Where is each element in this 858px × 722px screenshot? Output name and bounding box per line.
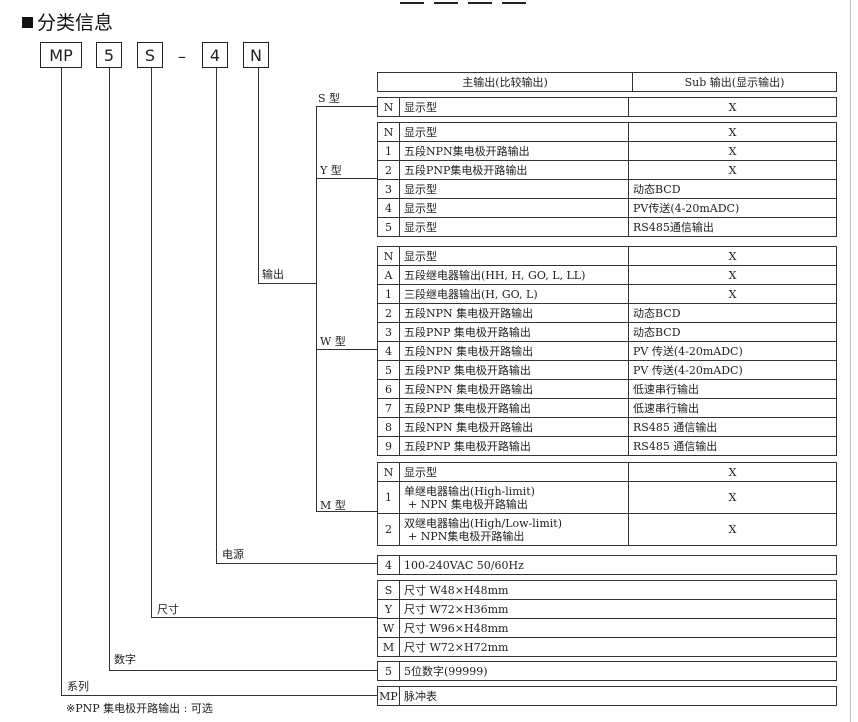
code-box-output: N	[243, 42, 269, 68]
label-w-type: W 型	[320, 335, 346, 348]
table-header: 主输出(比较输出)Sub 输出(显示输出)	[377, 72, 837, 92]
connector-size	[151, 68, 152, 618]
label-s-type: S 型	[318, 92, 341, 105]
label-digits: 数字	[114, 653, 136, 666]
code-box-power: 4	[202, 42, 228, 68]
connector-series	[61, 68, 62, 696]
footnote: ※PNP 集电极开路输出 : 可选	[66, 702, 213, 715]
connector-digits	[109, 68, 110, 671]
header-main-output: 主输出(比较输出)	[377, 72, 633, 92]
code-box-size: S	[137, 42, 163, 68]
square-bullet-icon	[22, 17, 33, 28]
label-size: 尺寸	[157, 603, 179, 616]
label-m-type: M 型	[320, 499, 346, 512]
code-box-digits: 5	[96, 42, 122, 68]
section-heading: 分类信息	[22, 8, 113, 35]
connector-output	[258, 68, 259, 284]
code-dash: –	[178, 47, 186, 66]
code-box-series: MP	[40, 42, 82, 68]
label-y-type: Y 型	[320, 164, 342, 177]
page-edge	[850, 0, 858, 722]
connector-output-types	[316, 106, 317, 512]
header-sub-output: Sub 输出(显示输出)	[632, 72, 837, 92]
label-power: 电源	[222, 548, 244, 561]
label-series: 系列	[67, 680, 89, 693]
connector-power	[216, 68, 217, 564]
label-output: 输出	[262, 268, 284, 281]
cut-off-title	[400, 0, 550, 4]
